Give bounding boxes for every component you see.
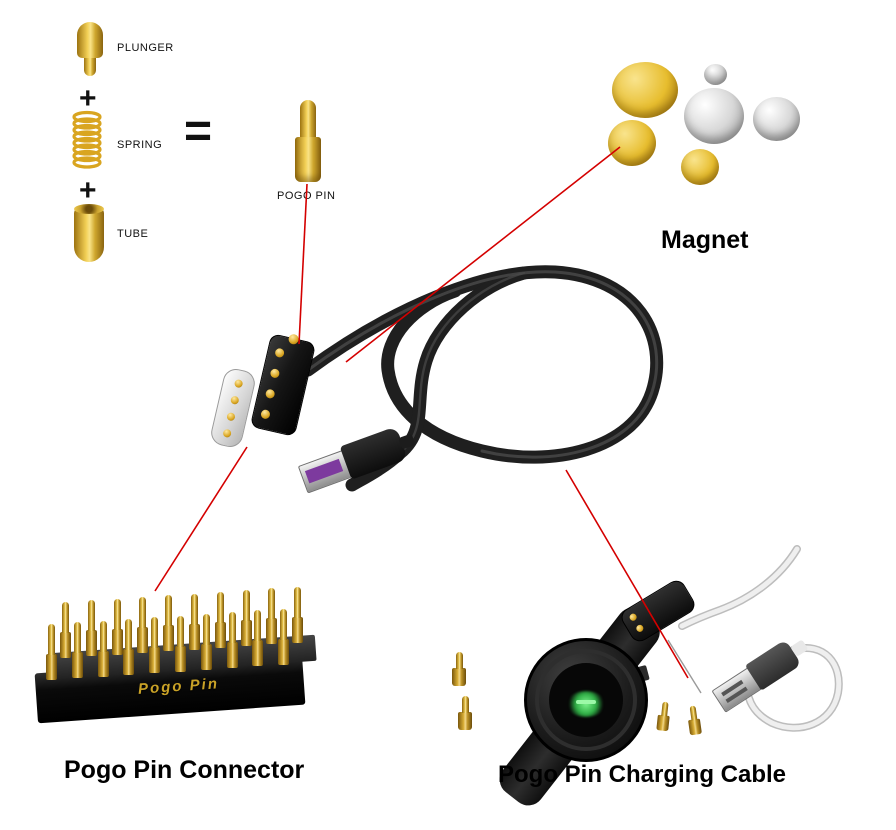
pogo-contact-dot [274, 347, 286, 359]
pogo-contact-dot [635, 623, 645, 634]
connector-caption: Pogo Pin Connector [64, 756, 305, 784]
connector-head-male [249, 333, 317, 437]
leader-line-connector [154, 446, 248, 592]
pogo-contact-dot [264, 388, 276, 400]
magnet-disc-gold-large [612, 62, 678, 118]
pogo-contact-dot [260, 408, 271, 420]
pogo-pin [292, 586, 304, 643]
pogo-contact-dot [222, 428, 232, 439]
pogo-pin-sample [458, 696, 472, 730]
white-charge-cable-wire [678, 545, 843, 732]
pogo-pin-connector-graphic: Pogo Pin [30, 580, 350, 760]
usb-strain-relief [398, 433, 416, 450]
magnet-disc-gold-mid [608, 120, 656, 166]
pogo-pin-sample [656, 714, 670, 732]
magnet-disc-silver-large [684, 88, 744, 144]
plunger-graphic [74, 22, 106, 78]
pogo-pin [97, 620, 109, 677]
pogo-pin [252, 610, 264, 667]
pogo-pin [214, 591, 226, 648]
leader-line-pogo-pin [298, 183, 308, 345]
pogo-pin [71, 622, 83, 679]
pogo-pin [46, 624, 57, 680]
pogo-pin [240, 590, 252, 647]
usb-plug [296, 421, 421, 496]
pogo-pin [137, 596, 149, 653]
watch-case [524, 638, 648, 762]
pogo-pin [163, 595, 175, 652]
magnet-disc-gold-small [681, 149, 719, 185]
pogo-pin [189, 593, 200, 650]
magnet-disc-silver-small [704, 64, 727, 85]
pogo-pin [111, 598, 123, 655]
plus-icon: + [79, 82, 97, 115]
leader-line-gray [667, 639, 702, 694]
charging-cable-caption: Pogo Pin Charging Cable [498, 761, 787, 788]
plus-icon: + [79, 174, 97, 207]
tube-graphic [73, 204, 105, 264]
pogo-pin [60, 602, 71, 658]
spring-graphic [72, 110, 102, 169]
pogo-pin-sample [688, 718, 702, 736]
leader-line-magnet [345, 146, 621, 363]
pogo-pin-row-back [30, 580, 350, 760]
tube-label: TUBE [117, 228, 149, 240]
pogo-pin [200, 613, 212, 670]
watch-screen [549, 663, 623, 737]
pogo-pin [175, 615, 186, 672]
usb-plug-right [710, 632, 814, 714]
pogo-contact-dot [628, 612, 638, 622]
pogo-contact-dot [226, 411, 236, 422]
connector-head-female [208, 366, 258, 450]
spring-label: SPRING [117, 139, 163, 151]
usb-body [339, 426, 409, 480]
pogo-pin [226, 612, 238, 669]
magnet-caption: Magnet [661, 226, 749, 254]
pogo-pin-row-front [30, 580, 350, 760]
equals-icon: = [184, 105, 213, 158]
pogo-pin-tip [287, 333, 300, 346]
pogo-pin [278, 608, 290, 665]
pogo-contact-dot [230, 395, 240, 406]
pogo-contact-dot [269, 367, 281, 379]
pogo-pin-graphic [291, 100, 325, 182]
magnet-disc-silver-right [753, 97, 800, 141]
pogo-pin [149, 617, 161, 674]
pogo-contact-dot [233, 378, 244, 389]
pogo-pin-label: POGO PIN [277, 190, 336, 202]
pogo-pin [123, 618, 135, 675]
watch-glow [567, 691, 605, 717]
watch-glow-bar [576, 700, 596, 704]
pogo-pin [85, 600, 97, 657]
pogo-pin-sample [452, 652, 466, 686]
pogo-pin [266, 588, 278, 645]
plunger-label: PLUNGER [117, 42, 174, 54]
